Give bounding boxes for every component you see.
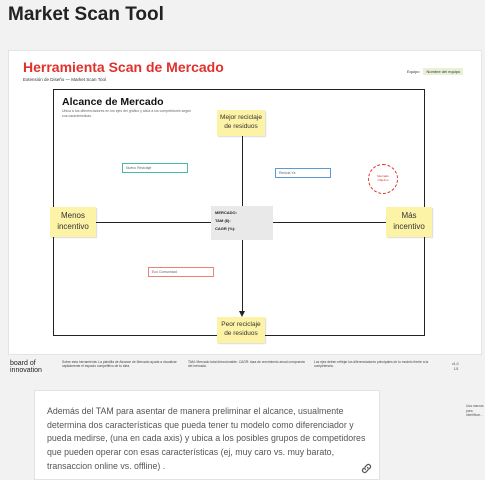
footer-note: Los ejes deben reflejar los diferenciado… [314, 360, 429, 369]
mercado-label: MERCADO: [215, 210, 237, 215]
footer-version: v1.0 [452, 362, 459, 366]
footer-page-number: 1/1 [453, 366, 459, 371]
comment-text: Además del TAM para asentar de manera pr… [47, 406, 366, 471]
sticky-note-bottom[interactable]: Peor reciclaje de residuos [217, 317, 265, 343]
footer-note: Sobre esta herramienta: La plantilla de … [62, 360, 177, 369]
side-note: Usa marcas para identificar... [466, 404, 484, 418]
page-title: Market Scan Tool [8, 4, 164, 25]
sticky-note-left[interactable]: Menos incentivo [50, 207, 96, 237]
team-label-text: Equipo [407, 69, 420, 74]
competitor-card[interactable]: Eco Comunidad [148, 267, 214, 277]
sticky-note-right[interactable]: Más incentivo [386, 207, 432, 237]
slide-preview[interactable]: Herramienta Scan de Mercado Extensión de… [8, 50, 482, 355]
cagr-label: CAGR (%): [215, 226, 236, 231]
footer-page-info: v1.0 1/1 [452, 362, 459, 372]
canvas-title: Alcance de Mercado [62, 96, 164, 108]
comment-card[interactable]: Además del TAM para asentar de manera pr… [34, 390, 380, 480]
link-icon[interactable] [360, 462, 373, 475]
footer-notes: Sobre esta herramienta: La plantilla de … [62, 360, 432, 369]
footer-note: TAM: Mercado total direccionable. CAGR: … [188, 360, 305, 369]
market-summary-box: MERCADO: TAM ($): CAGR (%): [211, 206, 273, 240]
team-name: Nombre del equipo [423, 68, 464, 75]
slide-subtitle: Extensión de Diseño — Market Scan Tool [23, 77, 106, 82]
canvas-description: Ubica a tus diferenciadores en los ejes … [62, 109, 192, 118]
tam-label: TAM ($): [215, 218, 231, 223]
logo-line-2: innovation [10, 367, 42, 375]
logo-line-1: board of [10, 360, 36, 367]
slide-title: Herramienta Scan de Mercado [23, 59, 224, 75]
competitor-card[interactable]: Nuevo Reciclaje [122, 163, 188, 173]
market-canvas: Alcance de Mercado Ubica a tus diferenci… [50, 89, 432, 343]
team-label: Equipo Nombre del equipo [407, 68, 464, 75]
target-market-stamp: Mercado Objetivo [368, 164, 398, 194]
arrow-down-icon [239, 311, 245, 317]
sticky-note-top[interactable]: Mejor reciclaje de residuos [217, 110, 265, 136]
board-of-innovation-logo: board of innovation [10, 360, 50, 375]
competitor-card[interactable]: Recicla Ya [275, 168, 331, 178]
